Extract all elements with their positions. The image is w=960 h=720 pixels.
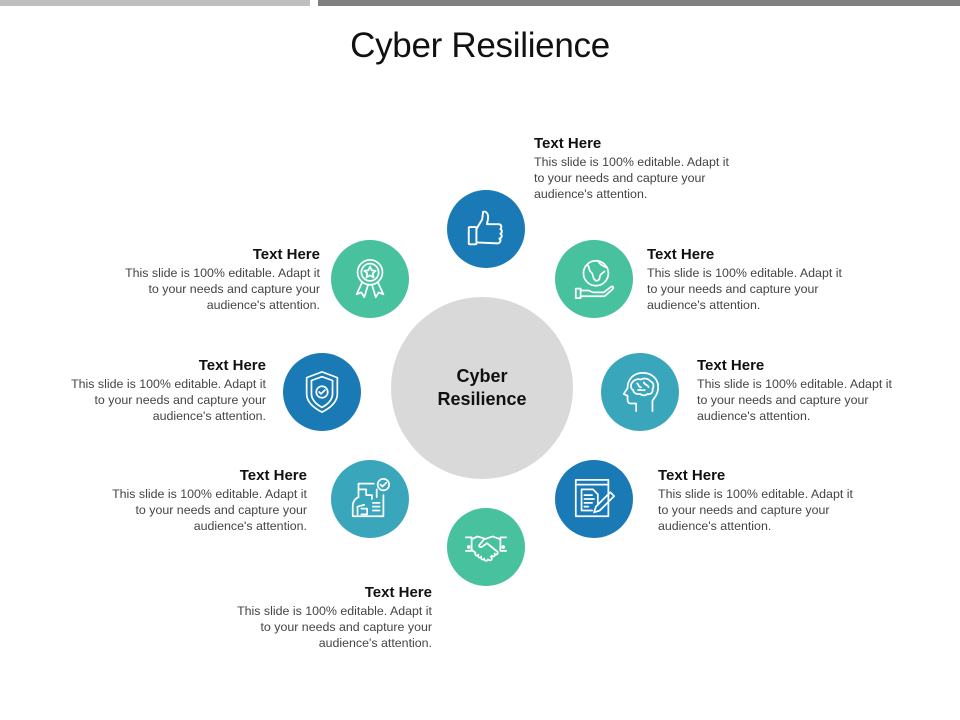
text-block-5: Text Here This slide is 100% editable. A… [227, 584, 432, 651]
top-bar-right [318, 0, 960, 6]
text-block-heading: Text Here [658, 467, 726, 484]
text-block-4: Text Here This slide is 100% editable. A… [658, 467, 863, 534]
top-bar-left [0, 0, 310, 6]
text-block-8: Text Here This slide is 100% editable. A… [115, 246, 320, 313]
node-thumbs-up [447, 190, 525, 268]
text-block-heading: Text Here [697, 357, 765, 374]
text-block-3: Text Here This slide is 100% editable. A… [697, 357, 902, 424]
thumbs-up-icon [467, 210, 503, 246]
text-block-body: This slide is 100% editable. Adapt it to… [112, 487, 307, 533]
node-checklist-form [331, 460, 409, 538]
node-brain-head [601, 353, 679, 431]
node-shield-check [283, 353, 361, 431]
award-badge-icon [355, 258, 385, 299]
document-pen-icon [574, 478, 615, 518]
shield-check-icon [305, 371, 339, 413]
center-hub-circle: Cyber Resilience [391, 297, 573, 479]
node-globe-in-hand [555, 240, 633, 318]
text-block-heading: Text Here [534, 135, 602, 152]
slide-title: Cyber Resilience [350, 26, 610, 65]
text-block-heading: Text Here [198, 357, 266, 374]
text-block-body: This slide is 100% editable. Adapt it to… [125, 266, 320, 312]
text-block-heading: Text Here [252, 246, 320, 263]
node-award-badge [331, 240, 409, 318]
brain-head-icon [622, 371, 660, 413]
text-block-body: This slide is 100% editable. Adapt it to… [534, 155, 729, 201]
text-block-body: This slide is 100% editable. Adapt it to… [658, 487, 853, 533]
text-block-heading: Text Here [239, 467, 307, 484]
node-document-pen [555, 460, 633, 538]
globe-in-hand-icon [574, 259, 615, 300]
text-block-body: This slide is 100% editable. Adapt it to… [647, 266, 842, 312]
text-block-7: Text Here This slide is 100% editable. A… [61, 357, 266, 424]
text-block-heading: Text Here [647, 246, 715, 263]
text-block-heading: Text Here [364, 584, 432, 601]
text-block-6: Text Here This slide is 100% editable. A… [102, 467, 307, 534]
checklist-form-icon [351, 478, 391, 518]
node-handshake [447, 508, 525, 586]
handshake-icon [465, 535, 507, 562]
text-block-body: This slide is 100% editable. Adapt it to… [71, 377, 266, 423]
text-block-1: Text Here This slide is 100% editable. A… [534, 135, 739, 202]
text-block-2: Text Here This slide is 100% editable. A… [647, 246, 852, 313]
text-block-body: This slide is 100% editable. Adapt it to… [237, 604, 432, 650]
center-hub-label: Cyber Resilience [437, 366, 527, 409]
text-block-body: This slide is 100% editable. Adapt it to… [697, 377, 892, 423]
